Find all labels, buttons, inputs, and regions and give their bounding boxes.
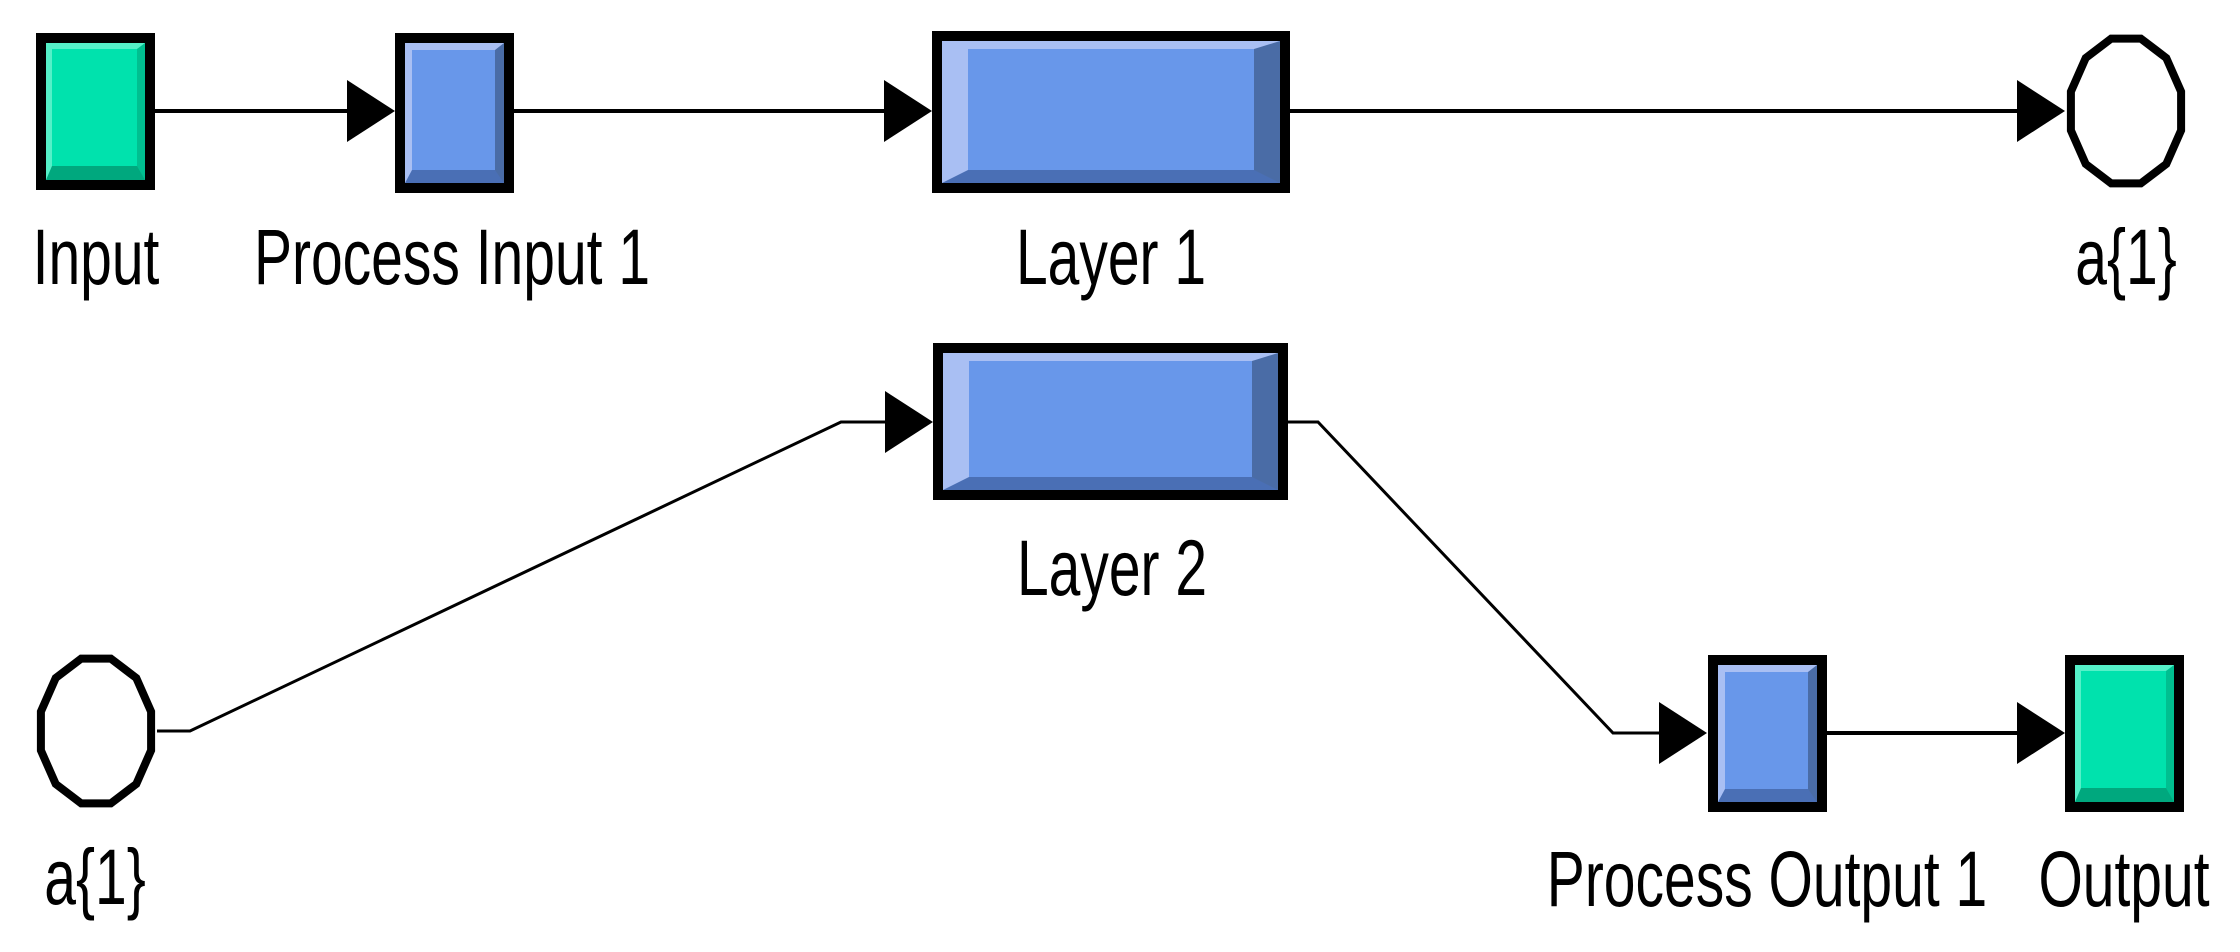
layer-2-block-face — [943, 353, 1278, 490]
process-output-1-block[interactable] — [1708, 655, 1827, 812]
process-input-1-label: Process Input 1 — [253, 213, 651, 303]
edge-process-input-1-to-layer-1-arrowhead-icon — [884, 80, 932, 142]
layer-1-block[interactable] — [932, 31, 1290, 193]
layer-1-block-face — [942, 41, 1280, 183]
process-input-1-block-face — [405, 43, 504, 183]
edge-a1-bottom-to-layer-2-arrowhead-icon — [885, 391, 933, 453]
layer-2-block[interactable] — [933, 343, 1288, 500]
a1-bottom-port-circle[interactable] — [36, 654, 156, 808]
output-label: Output — [2038, 835, 2210, 925]
layer-2-label: Layer 2 — [1016, 524, 1208, 614]
a1-bottom-label: a{1} — [44, 833, 146, 923]
output-block[interactable] — [2065, 655, 2184, 812]
process-output-1-label: Process Output 1 — [1546, 835, 1988, 925]
edge-a1-bottom-to-layer-2 — [157, 420, 885, 733]
edge-process-output-1-to-output-arrowhead-icon — [2017, 702, 2065, 764]
edge-input-to-process-input-1-arrowhead-icon — [347, 80, 395, 142]
edge-layer-2-to-process-output-1-arrowhead-icon — [1659, 702, 1707, 764]
process-input-1-block[interactable] — [395, 33, 514, 193]
edge-layer-2-to-process-output-1 — [1288, 420, 1659, 735]
a1-top-port-circle[interactable] — [2066, 34, 2186, 188]
layer-1-label: Layer 1 — [1015, 213, 1207, 303]
a1-top-label: a{1} — [2075, 213, 2177, 303]
input-label: Input — [32, 213, 160, 303]
input-block[interactable] — [36, 33, 155, 190]
output-block-face — [2075, 665, 2174, 802]
process-output-1-block-face — [1718, 665, 1817, 802]
input-block-face — [46, 43, 145, 180]
edge-layer-1-to-a1-top-arrowhead-icon — [2017, 80, 2065, 142]
